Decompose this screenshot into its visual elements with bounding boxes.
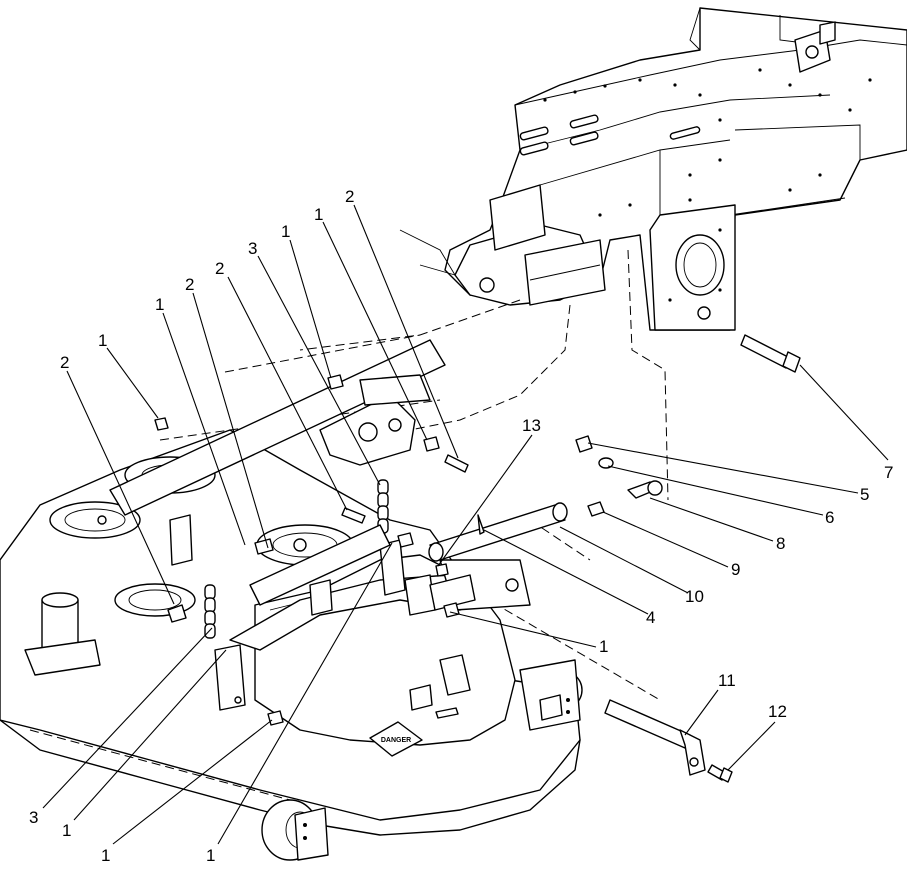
bolt-part-12 (707, 764, 733, 783)
callout-label: 1 (62, 821, 71, 840)
callout-label: 2 (345, 187, 354, 206)
support-rod-part-11 (604, 699, 706, 776)
danger-decal-text: DANGER (381, 737, 411, 744)
callouts: 2 1 1 2 2 3 1 1 2 13 7 5 6 8 9 10 4 1 11… (29, 187, 893, 865)
callout-label: 12 (768, 702, 787, 721)
leader-lines (42, 204, 889, 845)
callout-label: 1 (155, 295, 164, 314)
pivot-tube (428, 502, 568, 562)
lift-chain-right (377, 479, 389, 534)
callout-label: 7 (884, 463, 893, 482)
callout-label: 1 (281, 222, 290, 241)
bolt-part-7 (740, 334, 801, 373)
callout-label: 1 (599, 637, 608, 656)
callout-label: 6 (825, 508, 834, 527)
callout-label: 1 (314, 205, 323, 224)
callout-label: 3 (248, 239, 257, 258)
tractor-frame (399, 7, 907, 331)
rod-end-hardware (575, 435, 663, 517)
callout-label: 1 (101, 846, 110, 865)
callout-label: 10 (685, 587, 704, 606)
frame-holes (543, 68, 872, 302)
frame-slots (519, 114, 701, 156)
callout-label: 1 (206, 846, 215, 865)
gauge-wheel-front (261, 799, 329, 861)
callout-label: 2 (60, 353, 69, 372)
mower-deck: DANGER (0, 429, 583, 861)
callout-label: 3 (29, 808, 38, 827)
lift-arm-assembly (109, 339, 446, 606)
callout-label: 13 (522, 416, 541, 435)
callout-label: 5 (860, 485, 869, 504)
fasteners (154, 374, 485, 726)
callout-label: 4 (646, 608, 655, 627)
callout-label: 11 (718, 671, 736, 690)
pulley-left (49, 501, 141, 539)
danger-decal: DANGER (369, 721, 423, 757)
callout-label: 2 (185, 275, 194, 294)
callout-label: 9 (731, 560, 740, 579)
rear-pivot-bracket (429, 559, 531, 611)
spindle-tube (24, 592, 101, 676)
lift-chain-left (204, 584, 216, 639)
gauge-wheel-right (519, 659, 583, 731)
callout-label: 8 (776, 534, 785, 553)
callout-label: 2 (215, 259, 224, 278)
callout-label: 1 (98, 331, 107, 350)
